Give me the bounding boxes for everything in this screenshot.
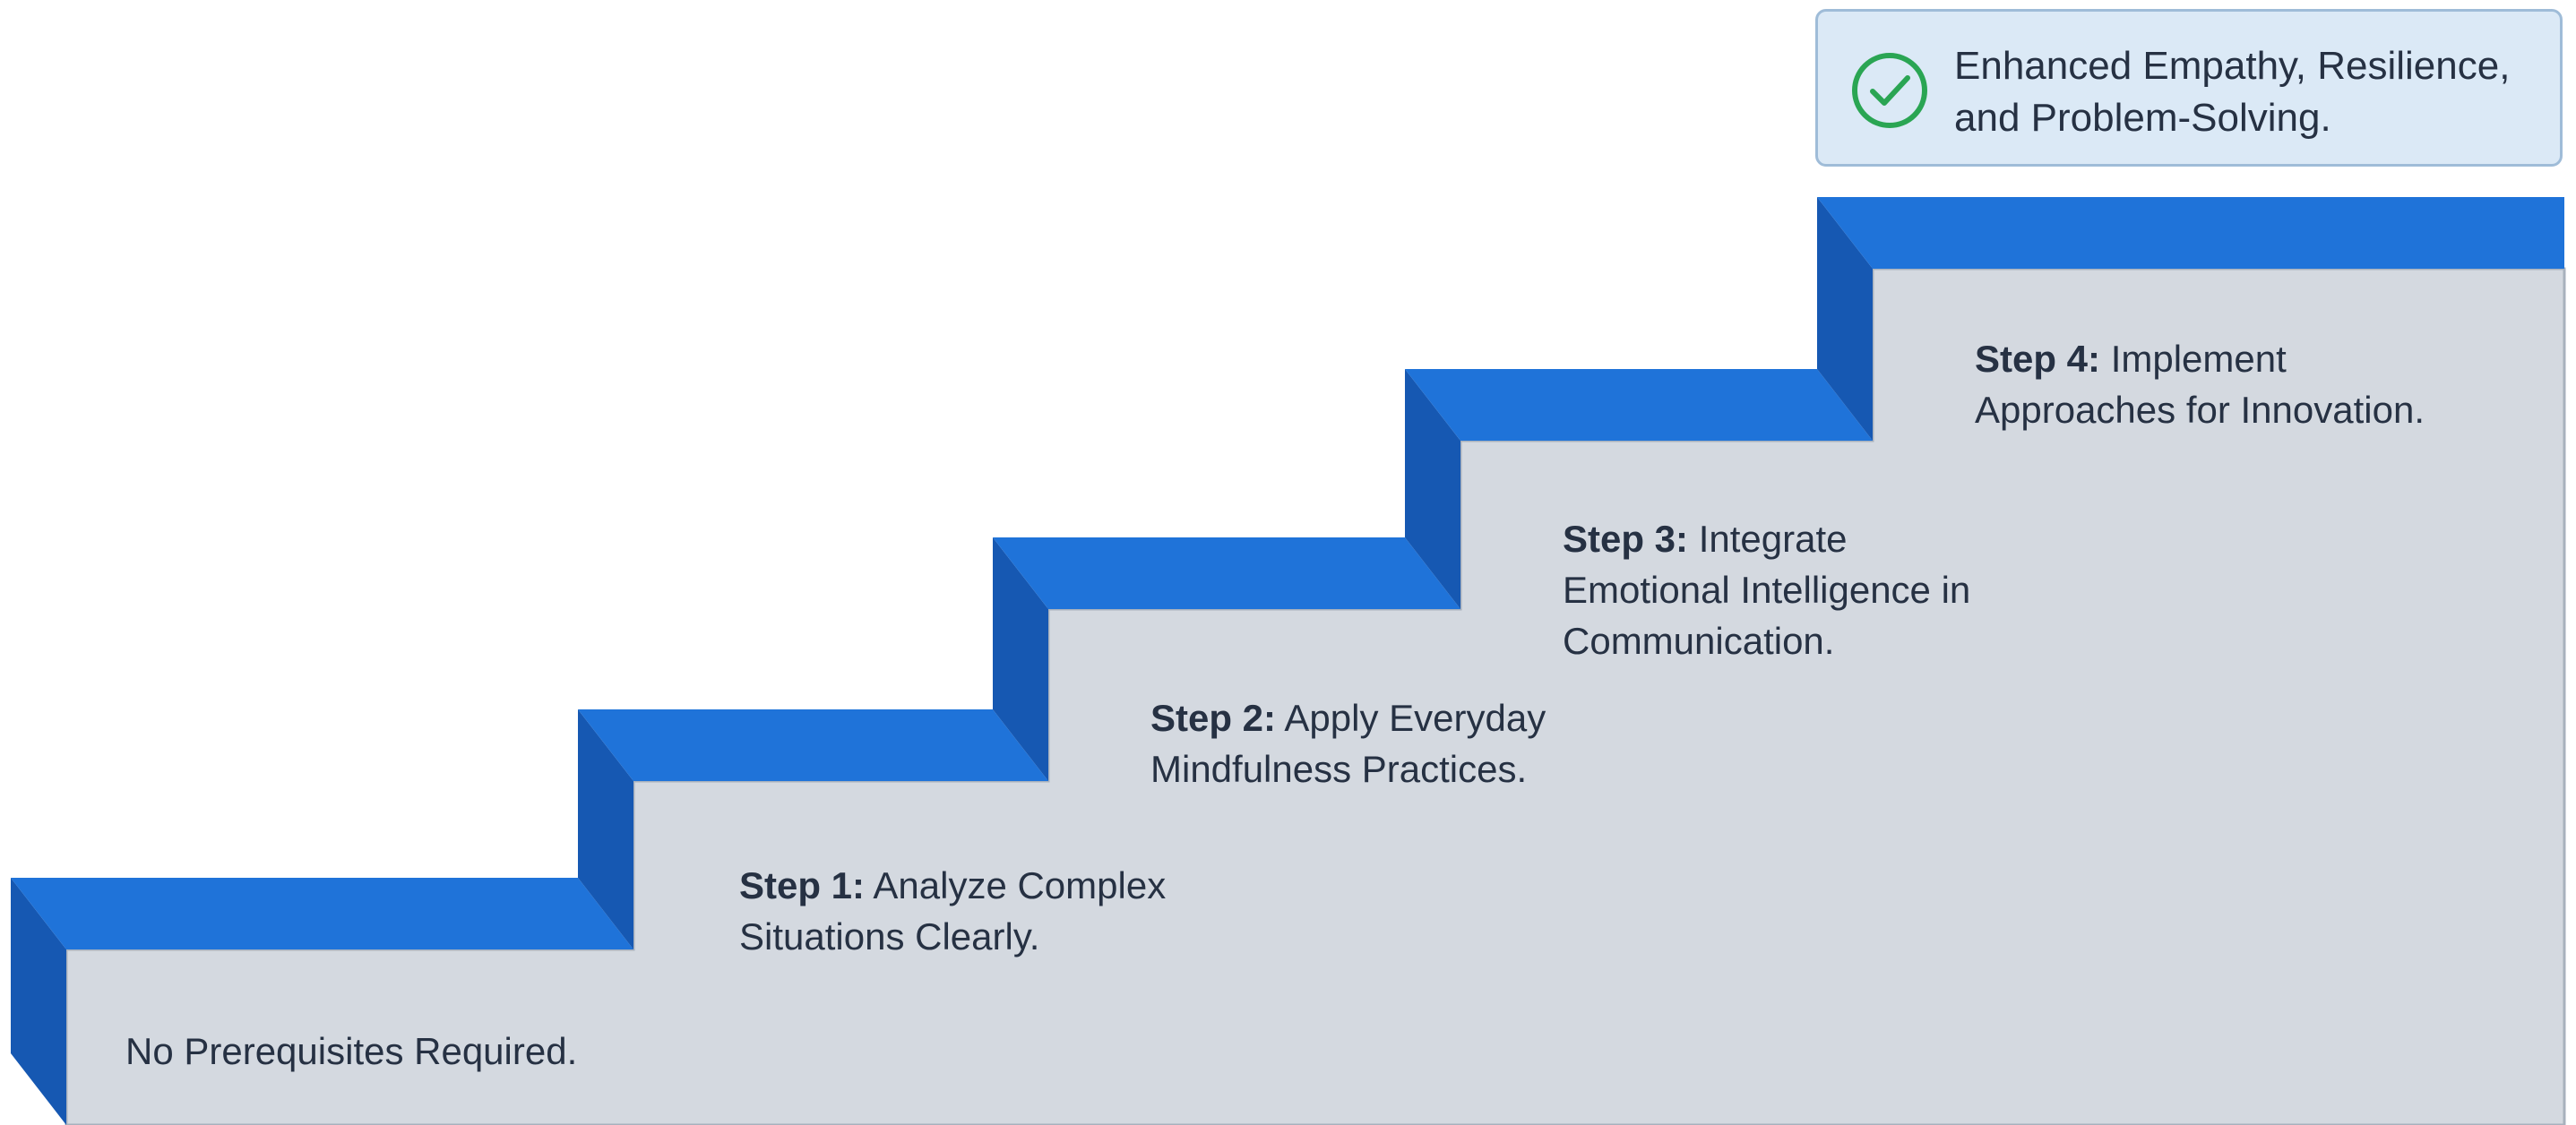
outcome-line-2: and Problem-Solving.: [1954, 96, 2331, 140]
check-circle-icon: [1852, 53, 1927, 128]
outcome-line-1: Enhanced Empathy, Resilience,: [1954, 44, 2511, 88]
stair-riser-0: [11, 878, 66, 1125]
stair-tread-1: [578, 709, 1048, 781]
stair-riser-1: [578, 709, 633, 949]
step-2-title: Step 2:: [1150, 697, 1277, 739]
step-2-line-1: Apply Everyday: [1284, 697, 1546, 739]
stair-tread-3: [1405, 369, 1873, 441]
step-2-description: Step 2: Apply Everyday Mindfulness Pract…: [1150, 692, 1546, 794]
stair-tread-0: [11, 878, 633, 949]
step-4-title: Step 4:: [1975, 338, 2101, 380]
stair-riser-3: [1405, 369, 1460, 609]
outcome-text: Enhanced Empathy, Resilience, and Proble…: [1954, 40, 2510, 144]
step-1-title: Step 1:: [739, 864, 866, 906]
stair-tread-4: [1817, 197, 2564, 269]
stair-riser-4: [1817, 197, 1873, 441]
step-3-line-3: Communication.: [1563, 620, 1835, 662]
stair-tread-2: [993, 537, 1460, 609]
step-3-description: Step 3: Integrate Emotional Intelligence…: [1563, 513, 1970, 666]
step-4-description: Step 4: Implement Approaches for Innovat…: [1975, 333, 2425, 435]
step-3-line-1: Integrate: [1698, 518, 1848, 560]
step-1-description: Step 1: Analyze Complex Situations Clear…: [739, 860, 1166, 962]
step-3-line-2: Emotional Intelligence in: [1563, 569, 1971, 611]
step-3-title: Step 3:: [1563, 518, 1689, 560]
step-1-line-1: Analyze Complex: [873, 864, 1167, 906]
outcome-callout: Enhanced Empathy, Resilience, and Proble…: [1815, 9, 2563, 167]
step-4-line-2: Approaches for Innovation.: [1975, 389, 2425, 431]
step-2-line-2: Mindfulness Practices.: [1150, 748, 1528, 790]
step-4-line-1: Implement: [2110, 338, 2287, 380]
step-1-line-2: Situations Clearly.: [739, 915, 1040, 958]
start-label: No Prerequisites Required.: [125, 1030, 578, 1072]
stair-riser-2: [993, 537, 1048, 781]
